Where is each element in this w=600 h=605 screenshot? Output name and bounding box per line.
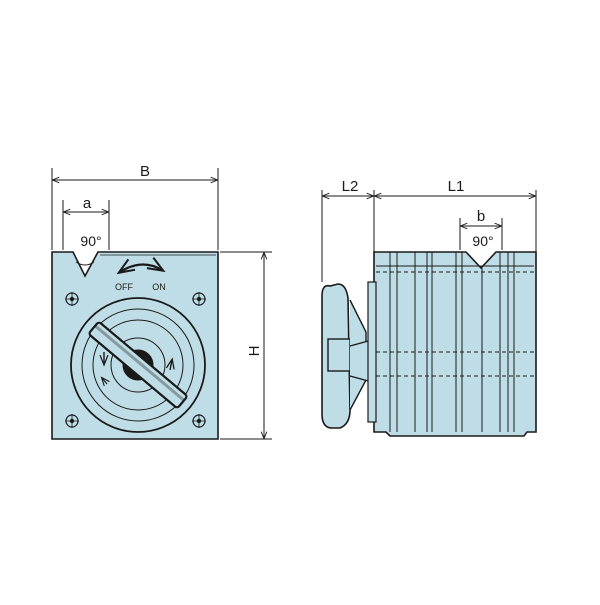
mounting-screw-icon — [192, 414, 206, 428]
side-view-hidden-lines — [376, 265, 534, 377]
dimension-a-label: a — [83, 195, 92, 212]
dimension-b: B — [52, 163, 218, 250]
dimension-l2-label: L2 — [342, 178, 359, 195]
dimension-b-label: B — [140, 163, 150, 180]
side-view-body — [373, 251, 537, 437]
dimension-b-side: b — [460, 208, 502, 250]
dimension-b-side-label: b — [477, 208, 485, 225]
dimension-l2: L2 — [322, 178, 374, 282]
dimension-l1: L1 — [375, 178, 536, 252]
handle-knob — [321, 283, 373, 429]
side-view-back-plate — [367, 281, 377, 423]
switch-on-label: ON — [152, 282, 166, 292]
front-vgroove-angle-label: 90° — [80, 233, 101, 249]
switch-off-label: OFF — [115, 282, 133, 292]
dimension-a: a — [63, 195, 109, 250]
lever-handle-icon — [88, 321, 188, 409]
mounting-screw-icon — [192, 292, 206, 306]
mounting-screw-icon — [65, 292, 79, 306]
front-view: B a 90° H OFF ON — [51, 163, 272, 440]
dimension-h: H — [220, 252, 272, 439]
front-vgroove-angle-arc — [75, 261, 95, 266]
dimension-h-label: H — [246, 346, 263, 357]
dimension-l1-label: L1 — [448, 178, 465, 195]
mounting-screw-icon — [65, 414, 79, 428]
side-view: L2 L1 b 90° — [321, 178, 537, 437]
side-view-laminations — [389, 252, 515, 432]
rotate-arrow-icon — [120, 264, 162, 272]
side-vgroove-angle-label: 90° — [472, 233, 493, 249]
